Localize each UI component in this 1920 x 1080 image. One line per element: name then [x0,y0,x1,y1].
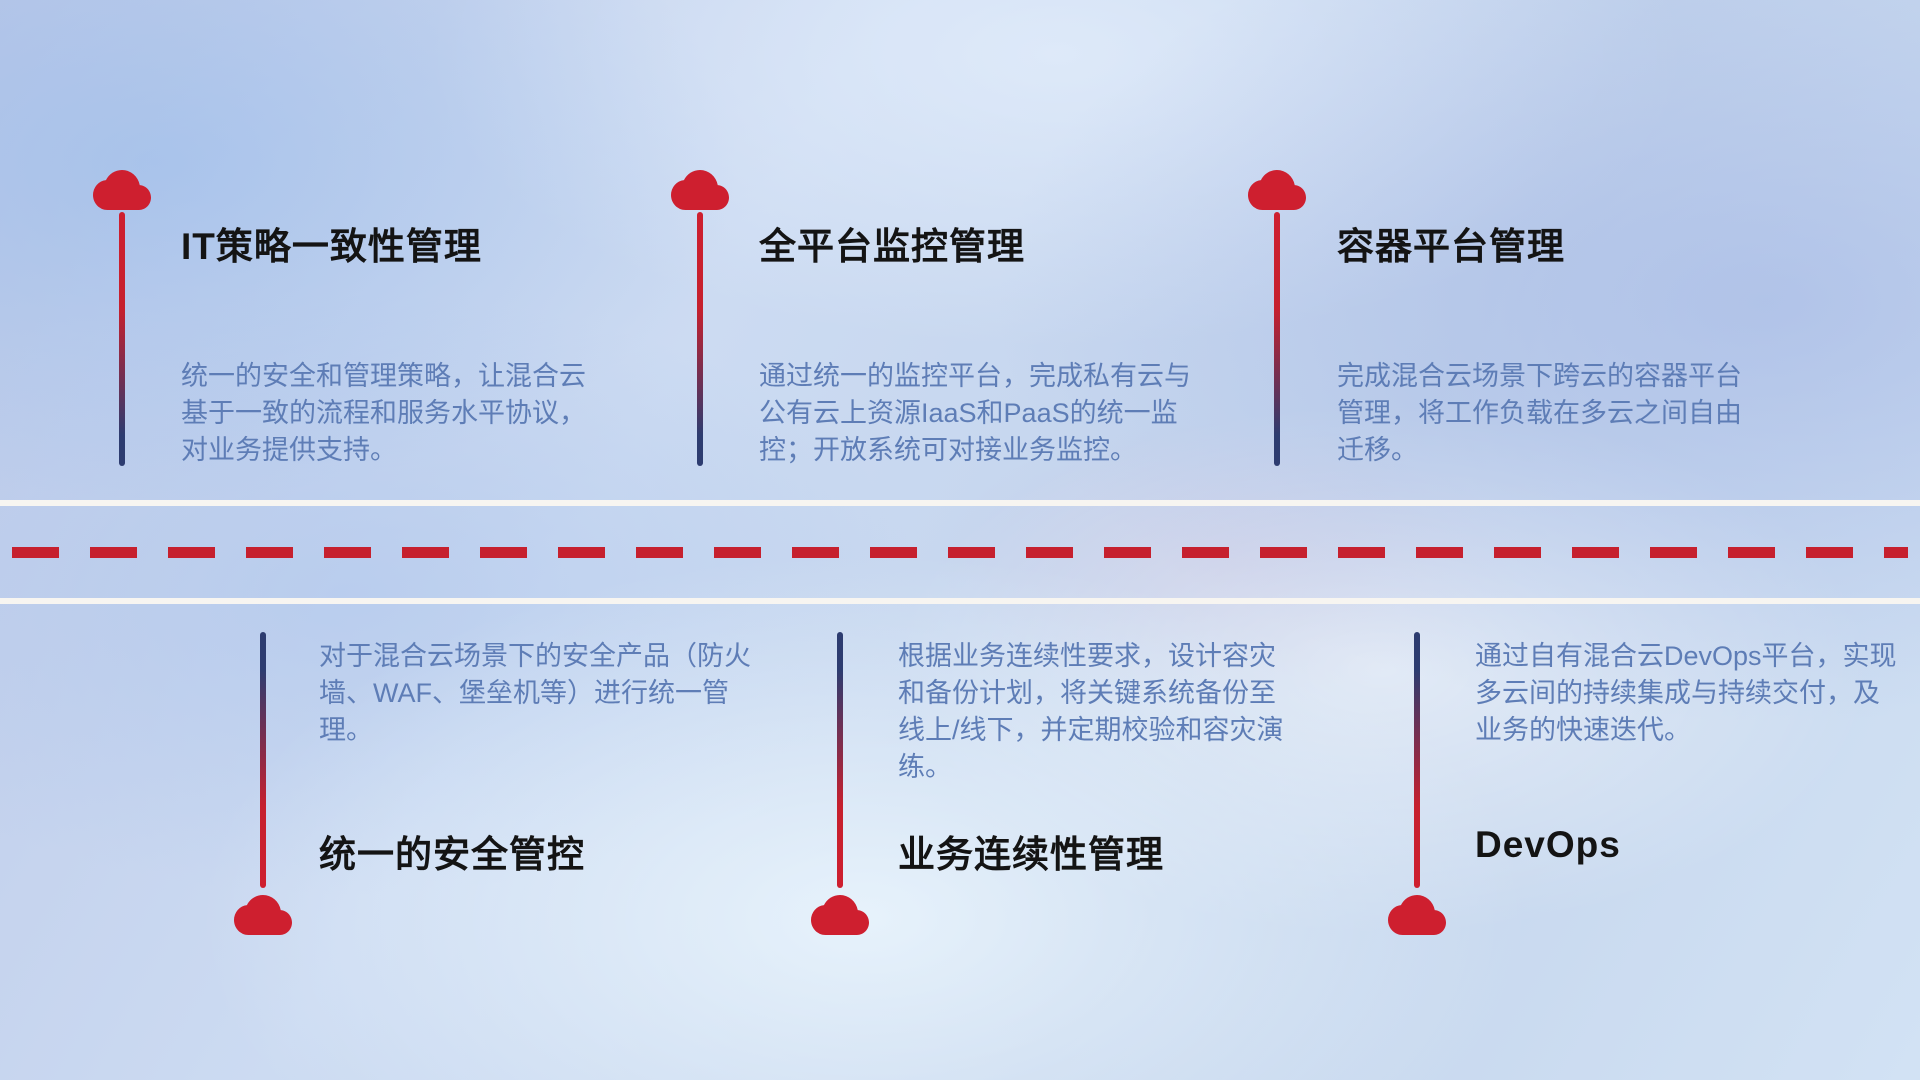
capability-item-top-1: IT策略一致性管理 统一的安全和管理策略，让混合云基于一致的流程和服务水平协议，… [93,170,653,500]
connector-line [697,212,703,466]
capability-title: 容器平台管理 [1337,226,1565,267]
capability-item-top-2: 全平台监控管理 通过统一的监控平台，完成私有云与公有云上资源IaaS和PaaS的… [671,170,1231,500]
capability-item-bottom-2: 根据业务连续性要求，设计容灾和备份计划，将关键系统备份至线上/线下，并定期校验和… [811,630,1371,960]
connector-line [119,212,125,466]
capability-description: 通过自有混合云DevOps平台，实现多云间的持续集成与持续交付，及业务的快速迭代… [1475,641,1897,745]
capability-title: DevOps [1475,824,1621,865]
capability-item-bottom-3: 通过自有混合云DevOps平台，实现多云间的持续集成与持续交付，及业务的快速迭代… [1388,630,1920,960]
divider-line-top [0,500,1920,506]
connector-line [260,632,266,888]
capability-description: 通过统一的监控平台，完成私有云与公有云上资源IaaS和PaaS的统一监控；开放系… [759,361,1191,465]
capability-description: 对于混合云场景下的安全产品（防火墙、WAF、堡垒机等）进行统一管理。 [319,641,751,745]
cloud-icon [1248,170,1306,210]
capability-title: 全平台监控管理 [759,226,1025,267]
road-dashed-line [12,547,1908,558]
divider-line-bottom [0,598,1920,604]
capability-title: 统一的安全管控 [319,834,585,875]
connector-line [837,632,843,888]
cloud-icon [234,895,292,935]
capability-item-bottom-1: 对于混合云场景下的安全产品（防火墙、WAF、堡垒机等）进行统一管理。 统一的安全… [234,630,794,960]
capability-title: 业务连续性管理 [898,834,1164,875]
capability-title: IT策略一致性管理 [181,226,482,267]
capability-description: 统一的安全和管理策略，让混合云基于一致的流程和服务水平协议，对业务提供支持。 [181,361,586,465]
connector-line [1414,632,1420,888]
cloud-icon [811,895,869,935]
connector-line [1274,212,1280,466]
capability-description: 完成混合云场景下跨云的容器平台管理，将工作负载在多云之间自由迁移。 [1337,361,1742,465]
cloud-icon [671,170,729,210]
capability-item-top-3: 容器平台管理 完成混合云场景下跨云的容器平台管理，将工作负载在多云之间自由迁移。 [1248,170,1808,500]
capability-description: 根据业务连续性要求，设计容灾和备份计划，将关键系统备份至线上/线下，并定期校验和… [898,641,1284,782]
cloud-icon [1388,895,1446,935]
cloud-icon [93,170,151,210]
